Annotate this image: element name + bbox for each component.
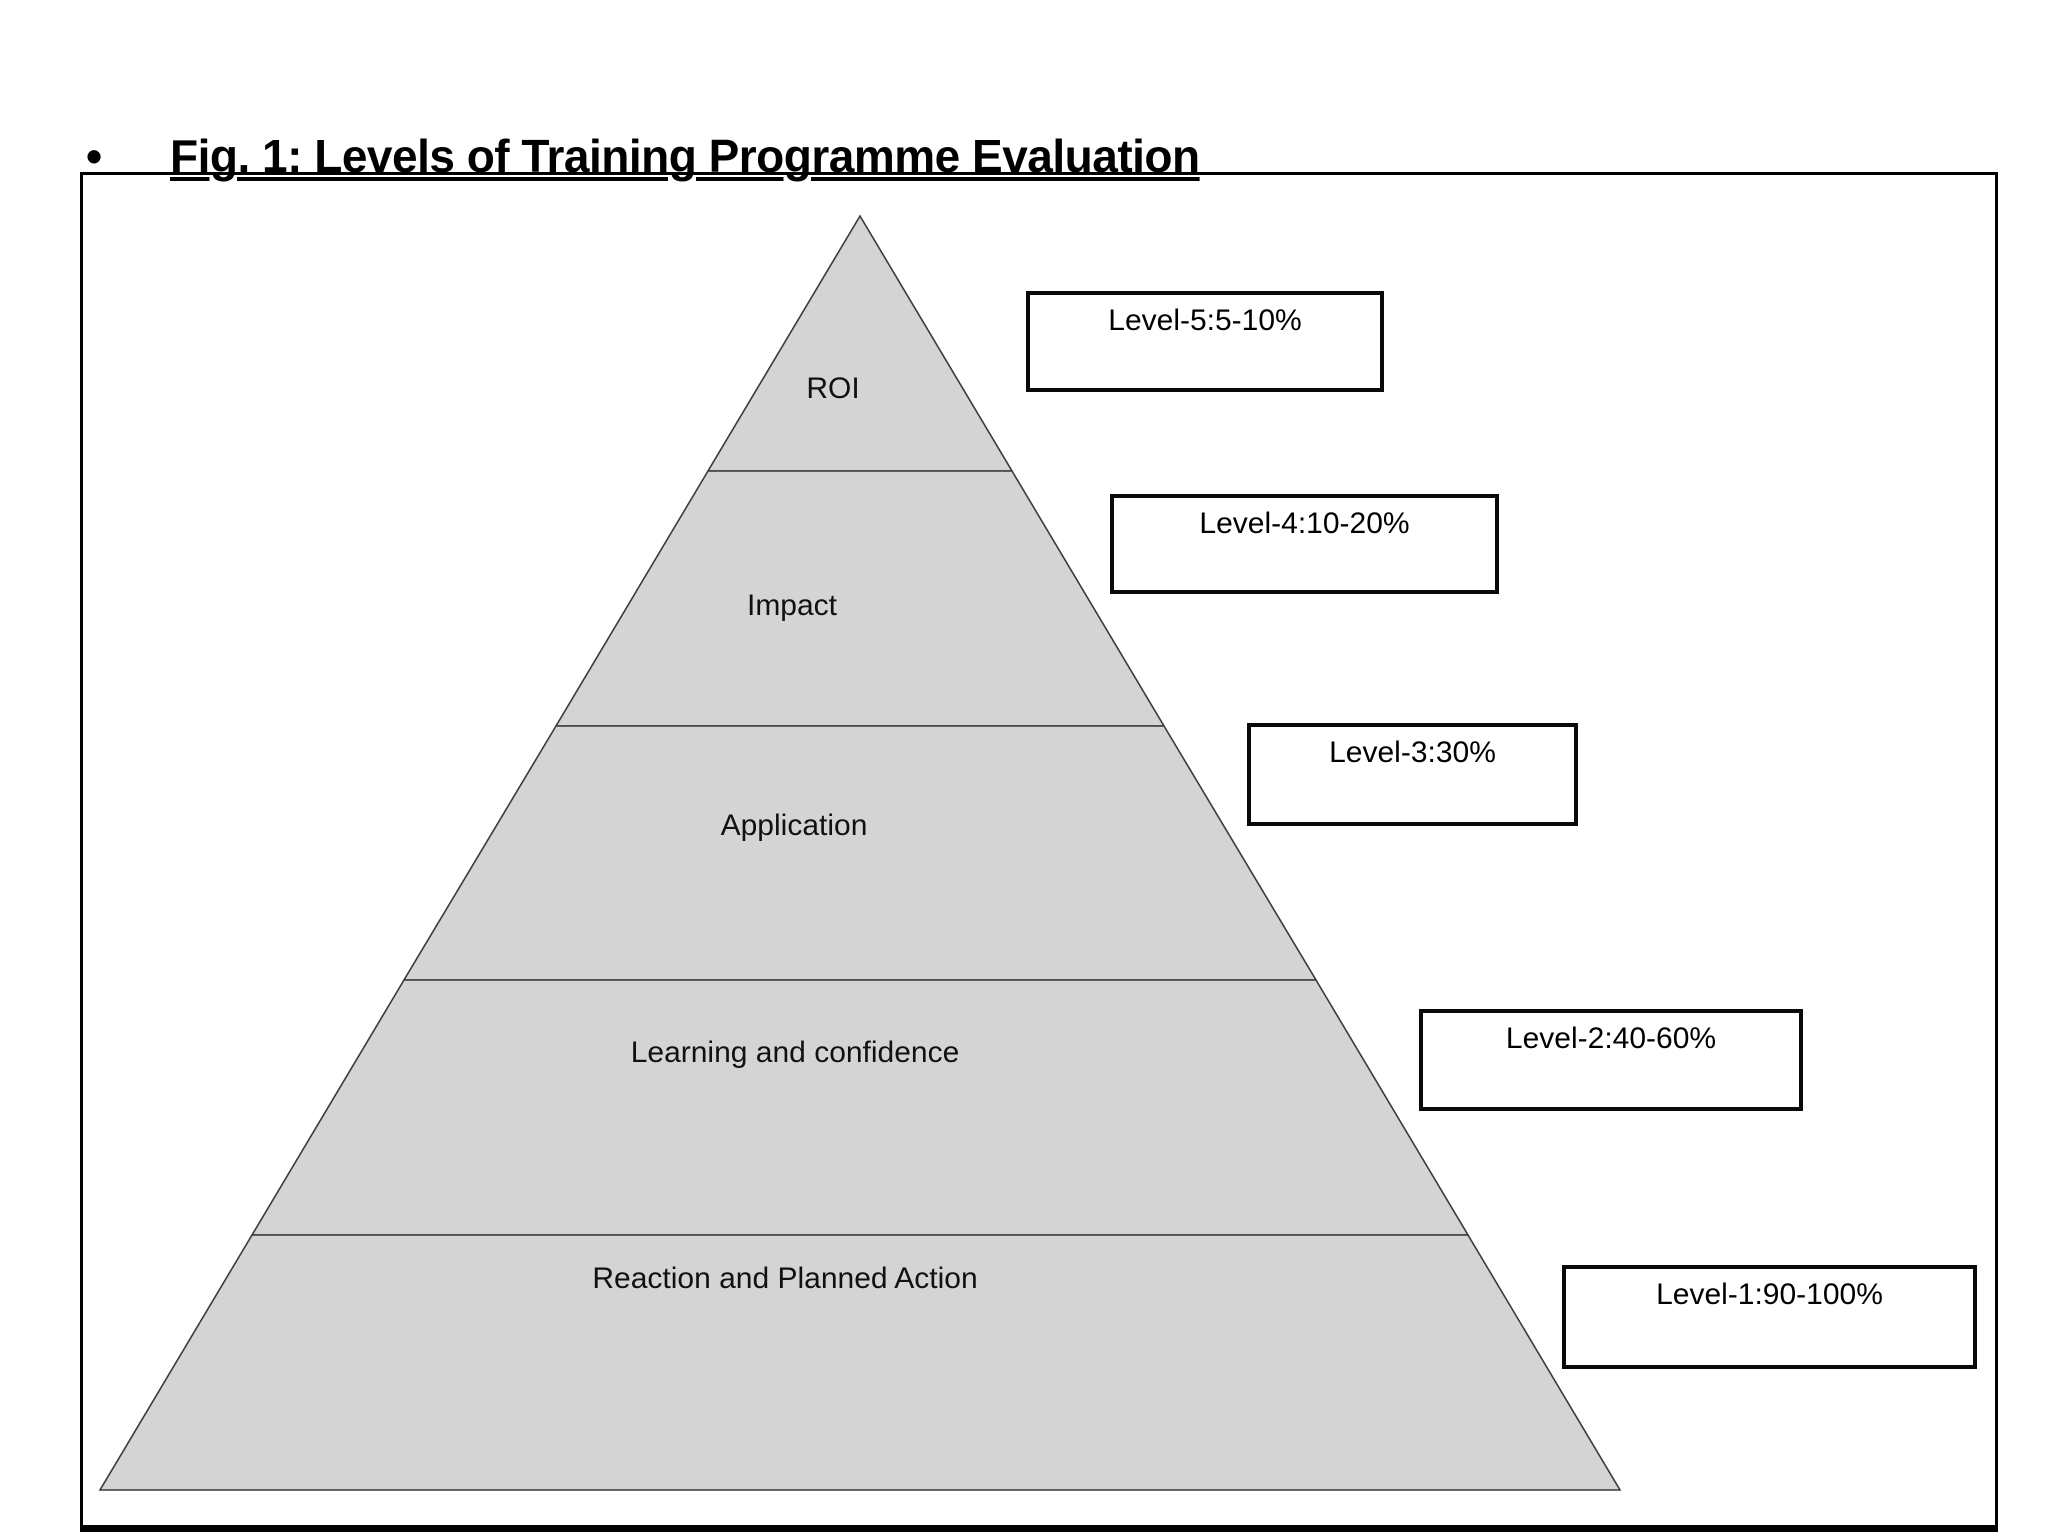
pyramid-band-reaction <box>98 1234 1622 1491</box>
bullet-icon: • <box>86 130 103 182</box>
pyramid-label-learning: Learning and confidence <box>631 1036 960 1069</box>
callout-level-5: Level-5:5-10% <box>1026 291 1384 392</box>
pyramid-band-roi <box>706 214 1014 472</box>
pyramid-label-reaction: Reaction and Planned Action <box>592 1262 977 1295</box>
callout-level-3: Level-3:30% <box>1247 723 1578 826</box>
pyramid-band-application <box>402 725 1318 981</box>
pyramid-band-learning <box>250 979 1470 1236</box>
callout-level-4: Level-4:10-20% <box>1110 494 1499 594</box>
figure-title: Fig. 1: Levels of Training Programme Eva… <box>170 130 1200 182</box>
pyramid-band-impact <box>554 470 1166 727</box>
figure-frame <box>80 172 1998 1532</box>
pyramid-label-impact: Impact <box>747 589 838 622</box>
callout-level-1: Level-1:90-100% <box>1562 1265 1977 1369</box>
callout-level-2: Level-2:40-60% <box>1419 1009 1803 1111</box>
pyramid-label-roi: ROI <box>806 372 859 405</box>
pyramid-label-application: Application <box>721 809 868 842</box>
